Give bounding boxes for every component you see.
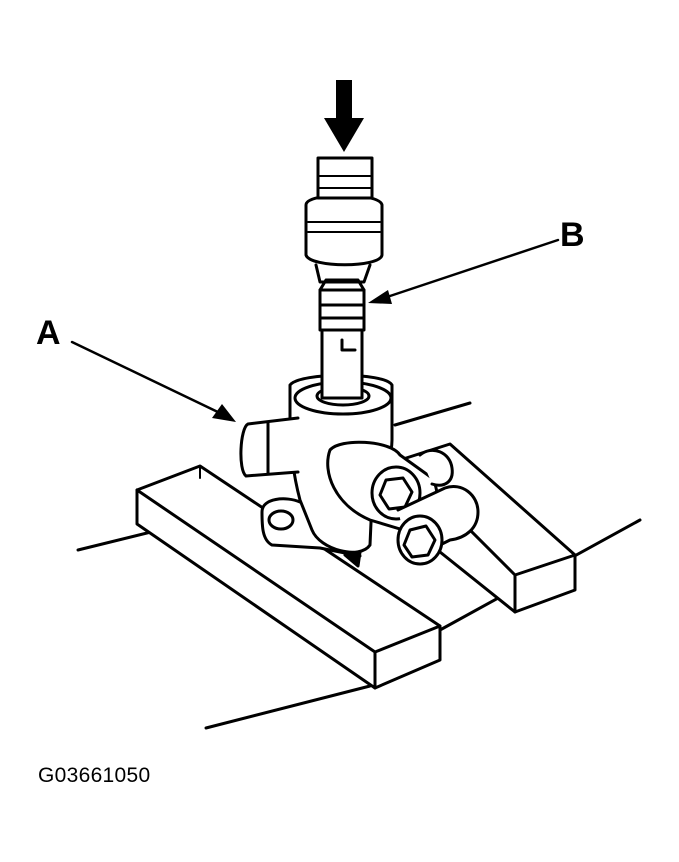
leader-lines [70, 238, 560, 422]
callout-label-b: B [560, 216, 585, 254]
force-arrow [324, 80, 364, 152]
left-support-block [135, 464, 442, 690]
driver-tool [304, 156, 384, 400]
callout-label-a: A [36, 314, 61, 352]
figure-code: G03661050 [38, 764, 151, 787]
valve-body [239, 373, 480, 568]
